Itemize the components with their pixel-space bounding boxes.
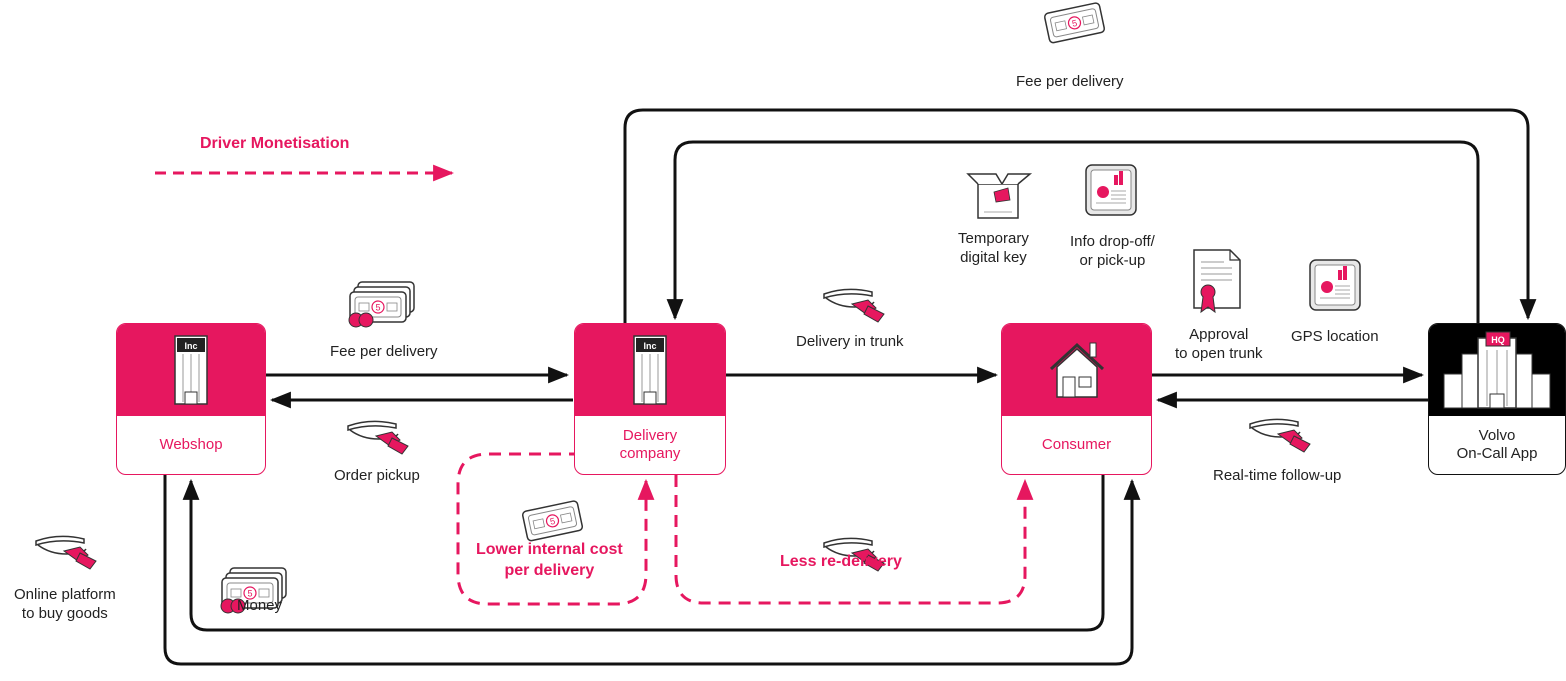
building-icon: Inc (117, 324, 265, 416)
node-delivery-company: Inc Delivery company (574, 323, 726, 475)
dashed-loop-lower-cost (456, 452, 655, 606)
node-webshop-label: Webshop (159, 436, 223, 453)
label-lower-internal-cost: Lower internal cost per delivery (476, 541, 623, 579)
building-tag: Inc (184, 341, 197, 351)
hand-icon (35, 535, 97, 570)
chart-icon (1309, 259, 1361, 311)
label-order-pickup: Order pickup (334, 467, 420, 484)
label-temporary-digital-key: Temporary digital key (958, 230, 1029, 266)
arrow-volvo-to-delivery (666, 140, 1480, 323)
node-consumer-label: Consumer (1041, 436, 1112, 453)
hq-building-icon: HQ (1429, 324, 1565, 416)
label-online-platform: Online platform to buy goods (14, 586, 116, 622)
house-icon (1002, 324, 1151, 416)
certificate-icon (1193, 249, 1241, 314)
building-icon: Inc (575, 324, 725, 416)
label-fee-per-delivery-top: Fee per delivery (1016, 73, 1124, 90)
hand-icon (347, 420, 409, 455)
money-icon (349, 282, 414, 327)
arrow-webshop-to-consumer (163, 475, 1141, 666)
diagram-title: Driver Monetisation (200, 135, 350, 152)
label-less-redelivery: Less re-delivery (780, 553, 902, 570)
ticket-icon (1043, 1, 1106, 45)
label-approval: Approval to open trunk (1175, 326, 1263, 362)
hand-icon (823, 288, 885, 323)
node-delivery-company-label: Delivery company (619, 427, 681, 462)
label-delivery-in-trunk: Delivery in trunk (796, 333, 904, 350)
arrow-consumer-to-webshop (182, 475, 1105, 632)
building-tag: Inc (643, 341, 656, 351)
chart-icon (1085, 164, 1137, 216)
hq-tag: HQ (1491, 335, 1505, 345)
label-gps-location: GPS location (1291, 328, 1379, 345)
ticket-icon (521, 499, 584, 543)
node-webshop: Inc Webshop (116, 323, 266, 475)
node-volvo-label: Volvo On-Call App (1456, 427, 1538, 462)
hand-icon (1249, 418, 1311, 453)
node-volvo-on-call: HQ Volvo On-Call App (1428, 323, 1566, 475)
label-info-drop-off: Info drop-off/ or pick-up (1070, 233, 1155, 269)
node-consumer: Consumer (1001, 323, 1152, 475)
arrow-delivery-to-volvo (623, 108, 1537, 323)
label-real-time-follow-up: Real-time follow-up (1213, 467, 1342, 484)
label-money: Money (237, 597, 283, 614)
open-box-icon (966, 173, 1033, 219)
dashed-loop-less-redelivery (674, 475, 1034, 605)
label-fee-per-delivery: Fee per delivery (330, 343, 438, 360)
